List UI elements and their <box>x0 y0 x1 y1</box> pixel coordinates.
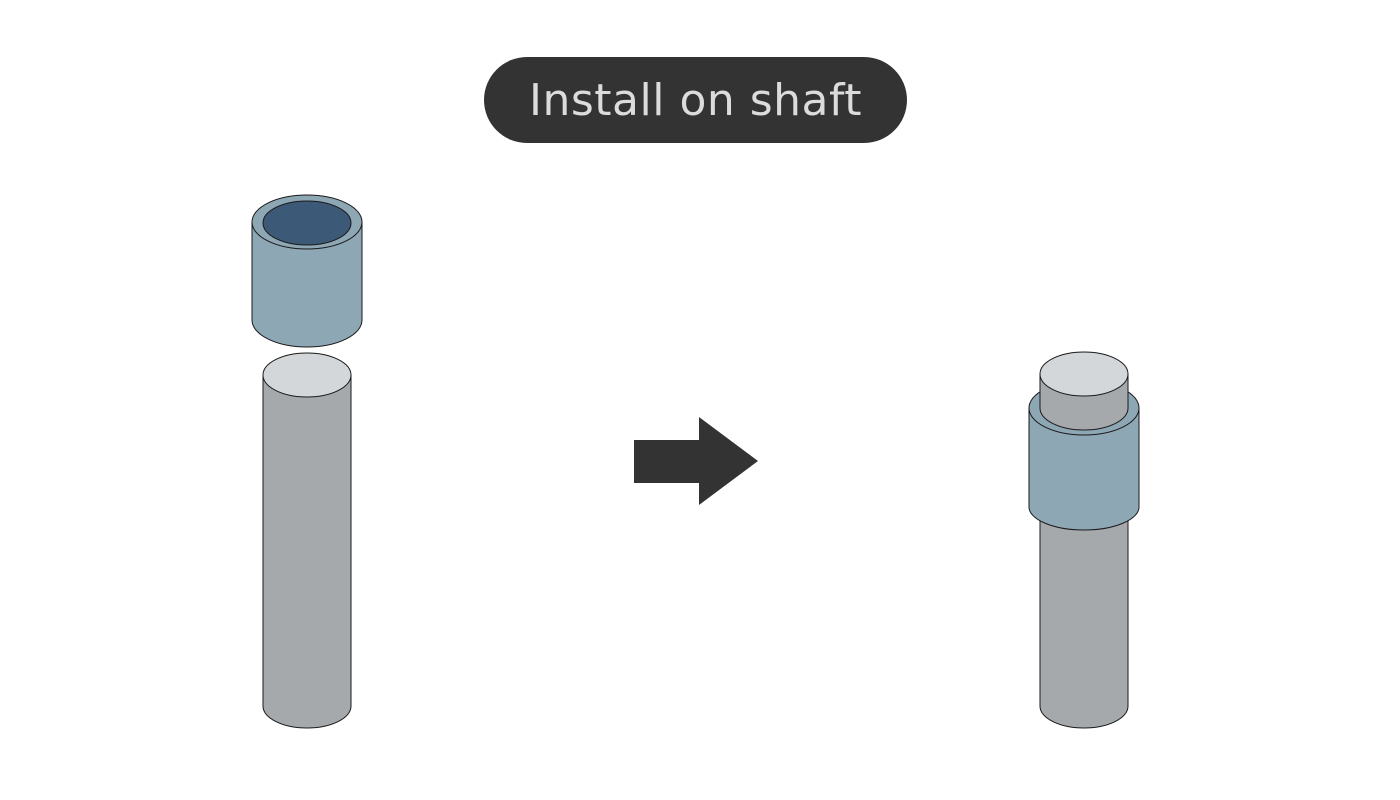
shaft-after-lower <box>1039 504 1129 729</box>
after-state <box>1028 351 1140 729</box>
bushing-before-bore <box>262 200 352 246</box>
shaft-before-body <box>262 374 352 729</box>
shaft-before-top <box>262 352 352 398</box>
title-banner: Install on shaft <box>484 57 907 143</box>
right-arrow-icon <box>634 417 758 505</box>
before-state <box>251 194 363 729</box>
bushing-before-body <box>251 221 363 348</box>
shaft-before <box>262 352 352 729</box>
bushing-after-body <box>1028 407 1140 531</box>
title-text: Install on shaft <box>529 74 862 126</box>
shaft-after-top <box>1039 351 1129 397</box>
bushing-before <box>251 194 363 348</box>
